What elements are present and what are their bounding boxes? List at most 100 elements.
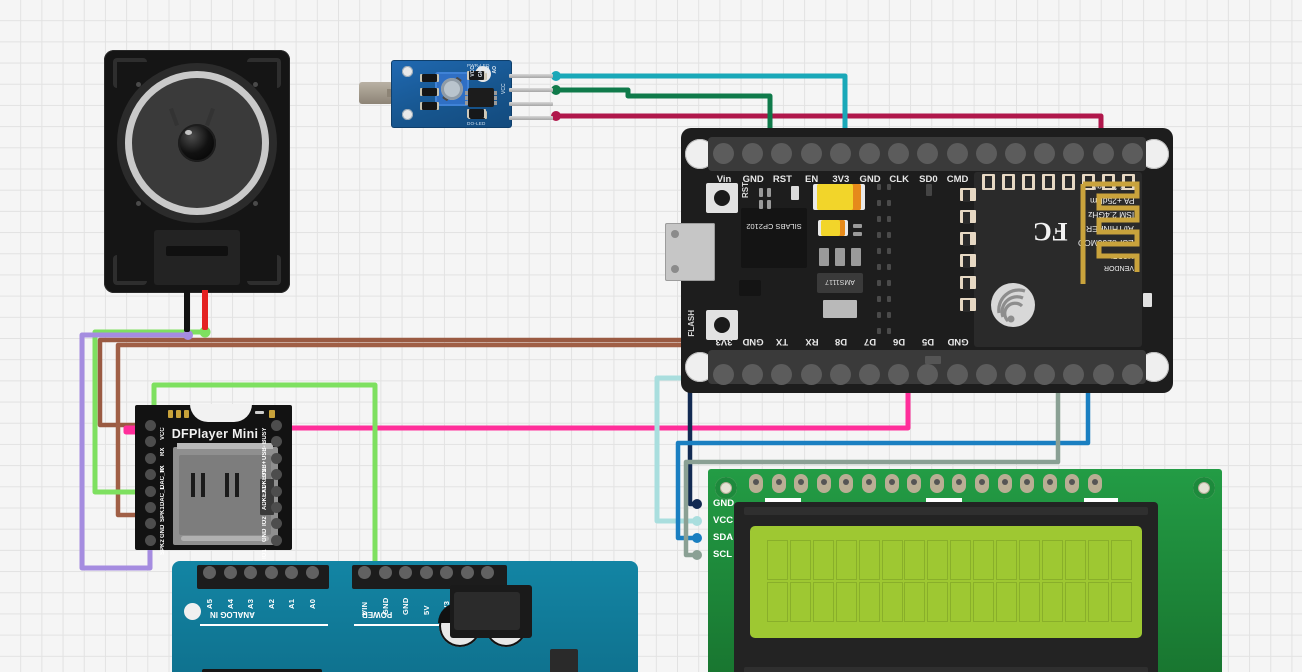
arduino-pin-a3[interactable]	[244, 566, 257, 579]
lcd-character-cell	[1041, 582, 1063, 622]
speaker-component[interactable]	[104, 50, 290, 293]
ldr-sensor-module[interactable]: PWR-LED DO-LED VCC VCC GND DO AO	[359, 60, 553, 128]
dfplayer-smd	[184, 410, 189, 418]
lcd-header-pad[interactable]	[975, 474, 989, 493]
microsd-card-slot[interactable]	[173, 443, 278, 545]
nodemcu-pin-rsv-top[interactable]	[1092, 143, 1114, 164]
ldr-header-pin[interactable]	[509, 74, 553, 78]
nodemcu-pin-3v3-bottom[interactable]	[713, 364, 734, 385]
dfplayer-pin-io1[interactable]	[271, 534, 282, 546]
ldr-header-pin[interactable]	[509, 102, 553, 106]
lcd-header-pad[interactable]	[1020, 474, 1035, 493]
lcd-header-pad[interactable]	[839, 474, 854, 493]
nodemcu-pin-tx-bottom[interactable]	[771, 364, 793, 385]
dfplayer-pin-dac-r[interactable]	[145, 469, 156, 481]
dfplayer-pin-gnd[interactable]	[271, 518, 282, 530]
ldr-do-led	[469, 109, 484, 118]
nodemcu-pin-d0-bottom[interactable]	[1121, 364, 1143, 385]
dfplayer-pin-rx[interactable]	[145, 436, 156, 448]
lcd-header-pad[interactable]	[794, 474, 809, 493]
lcd-header-pad[interactable]	[884, 474, 899, 493]
nodemcu-pin-d4-bottom[interactable]	[1005, 364, 1026, 385]
dfplayer-pin-gnd[interactable]	[145, 518, 156, 530]
dfplayer-pin-usb[interactable]	[271, 452, 282, 464]
lcd-header-pad[interactable]	[907, 474, 922, 493]
nodemcu-pin-sd0-top[interactable]	[917, 143, 939, 164]
nodemcu-pin-rsv-top[interactable]	[1063, 143, 1085, 164]
nodemcu-pin-d2-bottom[interactable]	[1063, 364, 1085, 385]
lcd-header-pad[interactable]	[1088, 474, 1102, 493]
nodemcu-pin-d7-bottom[interactable]	[859, 364, 880, 385]
arduino-pin-gnd[interactable]	[399, 566, 412, 579]
lcd-header-pad[interactable]	[862, 474, 876, 493]
nodemcu-pin-clk-top[interactable]	[888, 143, 910, 164]
lcd-header-pad[interactable]	[816, 474, 831, 493]
nodemcu-pin-rx-bottom[interactable]	[800, 364, 822, 385]
ldr-header-pin[interactable]	[509, 116, 553, 120]
arduino-pin-a4[interactable]	[223, 566, 237, 579]
arduino-pin-a1[interactable]	[285, 566, 298, 579]
nodemcu-esp8266-board[interactable]: VinGNDRSTEN3V3GNDCLKSD0CMDSD1SD2SD3RSVRS…	[665, 128, 1173, 393]
dfplayer-pin-adkey2[interactable]	[271, 469, 282, 481]
nodemcu-pin-sd2-top[interactable]	[1005, 143, 1026, 164]
dfplayer-pin-adkey1[interactable]	[271, 485, 282, 497]
nodemcu-pin-3v3-top[interactable]	[829, 143, 851, 164]
dfplayer-pin-busy[interactable]	[271, 420, 282, 431]
lcd-header-pad[interactable]	[929, 474, 944, 493]
nodemcu-pin-sd3-top[interactable]	[1034, 143, 1056, 164]
nodemcu-pin-3v3-bottom[interactable]	[975, 364, 997, 385]
nodemcu-pin-gnd-top[interactable]	[859, 143, 880, 164]
nodemcu-pin-rst-top[interactable]	[771, 143, 793, 164]
nodemcu-pin-gnd-bottom[interactable]	[946, 364, 968, 385]
lcd-header-pad[interactable]	[1042, 474, 1057, 493]
lcd-header-pad[interactable]	[952, 474, 967, 493]
lcd-header-pad[interactable]	[749, 474, 763, 493]
lcd-header-pad[interactable]	[771, 474, 786, 493]
arduino-pin-ioref[interactable]	[481, 566, 494, 579]
lcd-header-pad[interactable]	[997, 474, 1012, 493]
arduino-pin-a5[interactable]	[203, 566, 216, 579]
nodemcu-pin-d1-bottom[interactable]	[1092, 364, 1114, 385]
nodemcu-pin-d8-bottom[interactable]	[829, 364, 851, 385]
arduino-pin-5v[interactable]	[419, 566, 433, 579]
reset-button[interactable]	[706, 183, 738, 213]
nodemcu-pin-d3-bottom[interactable]	[1034, 364, 1056, 385]
nodemcu-via	[887, 232, 891, 238]
lcd-bezel	[734, 502, 1158, 672]
arduino-pin-gnd[interactable]	[378, 566, 392, 579]
arduino-pin-reset[interactable]	[460, 566, 474, 579]
nodemcu-pin-d5-bottom[interactable]	[917, 364, 939, 385]
arduino-pin-vin[interactable]	[358, 566, 371, 579]
flash-button[interactable]	[706, 310, 738, 340]
micro-usb-connector[interactable]	[665, 223, 715, 281]
nodemcu-pin-cmd-top[interactable]	[946, 143, 968, 164]
arduino-pin-a2[interactable]	[264, 566, 278, 579]
ldr-potentiometer[interactable]	[435, 72, 469, 106]
nodemcu-pin-gnd-top[interactable]	[742, 143, 764, 164]
ldr-header-pin[interactable]	[509, 88, 553, 92]
dfplayer-pin-usb[interactable]	[271, 436, 282, 448]
nodemcu-pin-sd1-top[interactable]	[975, 143, 997, 164]
tantalum-capacitor-small	[821, 220, 845, 236]
dfplayer-pin-dac-l[interactable]	[145, 485, 156, 497]
flash-button-label: FLASH	[687, 310, 696, 337]
dfplayer-pin-spk1[interactable]	[145, 502, 156, 513]
dfplayer-pin-vcc[interactable]	[145, 420, 156, 431]
nodemcu-smd	[767, 200, 771, 209]
nodemcu-pin-gnd-bottom[interactable]	[742, 364, 764, 385]
nodemcu-pin-vin-top[interactable]	[713, 143, 734, 164]
dfplayer-pin-io2[interactable]	[271, 502, 282, 513]
dfplayer-pin-tx[interactable]	[145, 452, 156, 464]
nodemcu-pin-d6-bottom[interactable]	[888, 364, 910, 385]
dc-power-jack[interactable]	[450, 585, 532, 638]
arduino-pin-3v3[interactable]	[440, 566, 453, 579]
nodemcu-pin-en-top[interactable]	[800, 143, 822, 164]
arduino-pin-a0[interactable]	[305, 566, 319, 579]
nodemcu-pin-a0-top[interactable]	[1121, 143, 1143, 164]
dfplayer-pin-spk2[interactable]	[145, 534, 156, 546]
lcd-header-pad[interactable]	[1065, 474, 1080, 493]
